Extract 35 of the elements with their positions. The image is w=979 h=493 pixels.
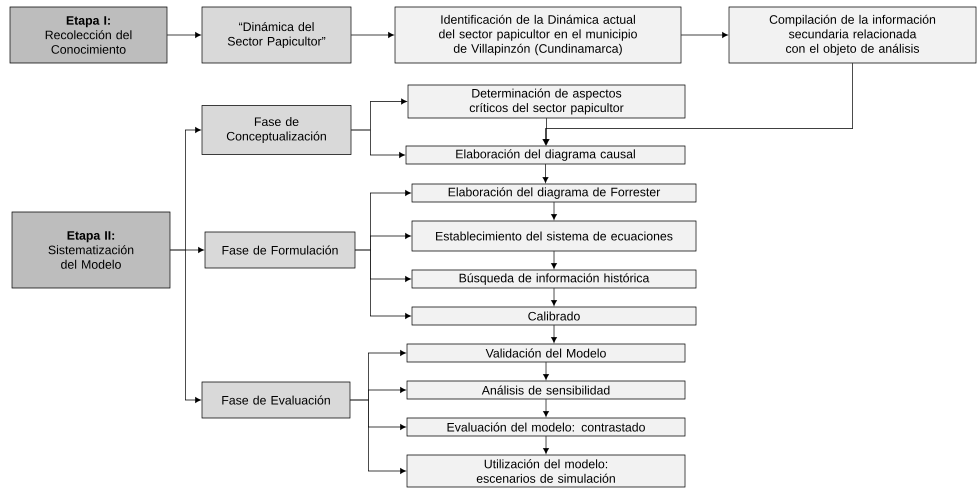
process-box: Búsqueda de información histórica	[412, 270, 696, 288]
arrow	[542, 164, 548, 183]
process-box: Compilación de la información secundaria relacionada con el objeto de análisis	[728, 6, 976, 64]
phase-box: Fase de Formulación	[204, 232, 356, 268]
arrow	[543, 362, 549, 380]
arrow	[351, 130, 405, 158]
arrow	[551, 251, 557, 269]
process-box: Evaluación del modelo: contrastado	[406, 418, 686, 436]
arrow	[351, 32, 394, 38]
process-box: Análisis de sensibilidad	[406, 380, 686, 400]
stage-box: Etapa II: Sistematización del Modelo	[12, 212, 170, 288]
arrow	[543, 436, 549, 454]
process-box: Utilización del modelo: escenarios de simulación	[406, 454, 686, 488]
phase-box: Fase de Conceptualización	[202, 105, 352, 155]
process-box: Establecimiento del sistema de ecuaciones	[412, 220, 696, 252]
arrow	[551, 202, 557, 220]
process-box: Calibrado	[412, 306, 696, 326]
arrow	[544, 118, 550, 145]
arrow	[170, 250, 201, 403]
process-box: Elaboración del diagrama de Forrester	[412, 184, 696, 202]
phase-box: Fase de Evaluación	[202, 382, 350, 418]
process-box: Validación del Modelo	[406, 344, 686, 362]
process-box: Elaboración del diagrama causal	[406, 146, 686, 164]
process-box: Determinación de aspectos críticos del sector papicultor	[408, 84, 686, 118]
arrow	[543, 399, 549, 417]
arrow	[542, 63, 853, 145]
arrow	[551, 288, 557, 306]
arrow	[355, 250, 411, 319]
arrow	[167, 32, 201, 38]
arrow	[681, 32, 728, 38]
process-box: Identificación de la Dinámica actual del sector papicultor en el municipio de Villapinzón (Cundinamarca)	[394, 6, 682, 64]
arrow	[350, 400, 406, 474]
stage-box: Etapa I: Recolección del Conocimiento	[10, 6, 168, 64]
arrow	[551, 325, 557, 343]
process-box: “Dinámica del Sector Papicultor”	[202, 6, 352, 64]
